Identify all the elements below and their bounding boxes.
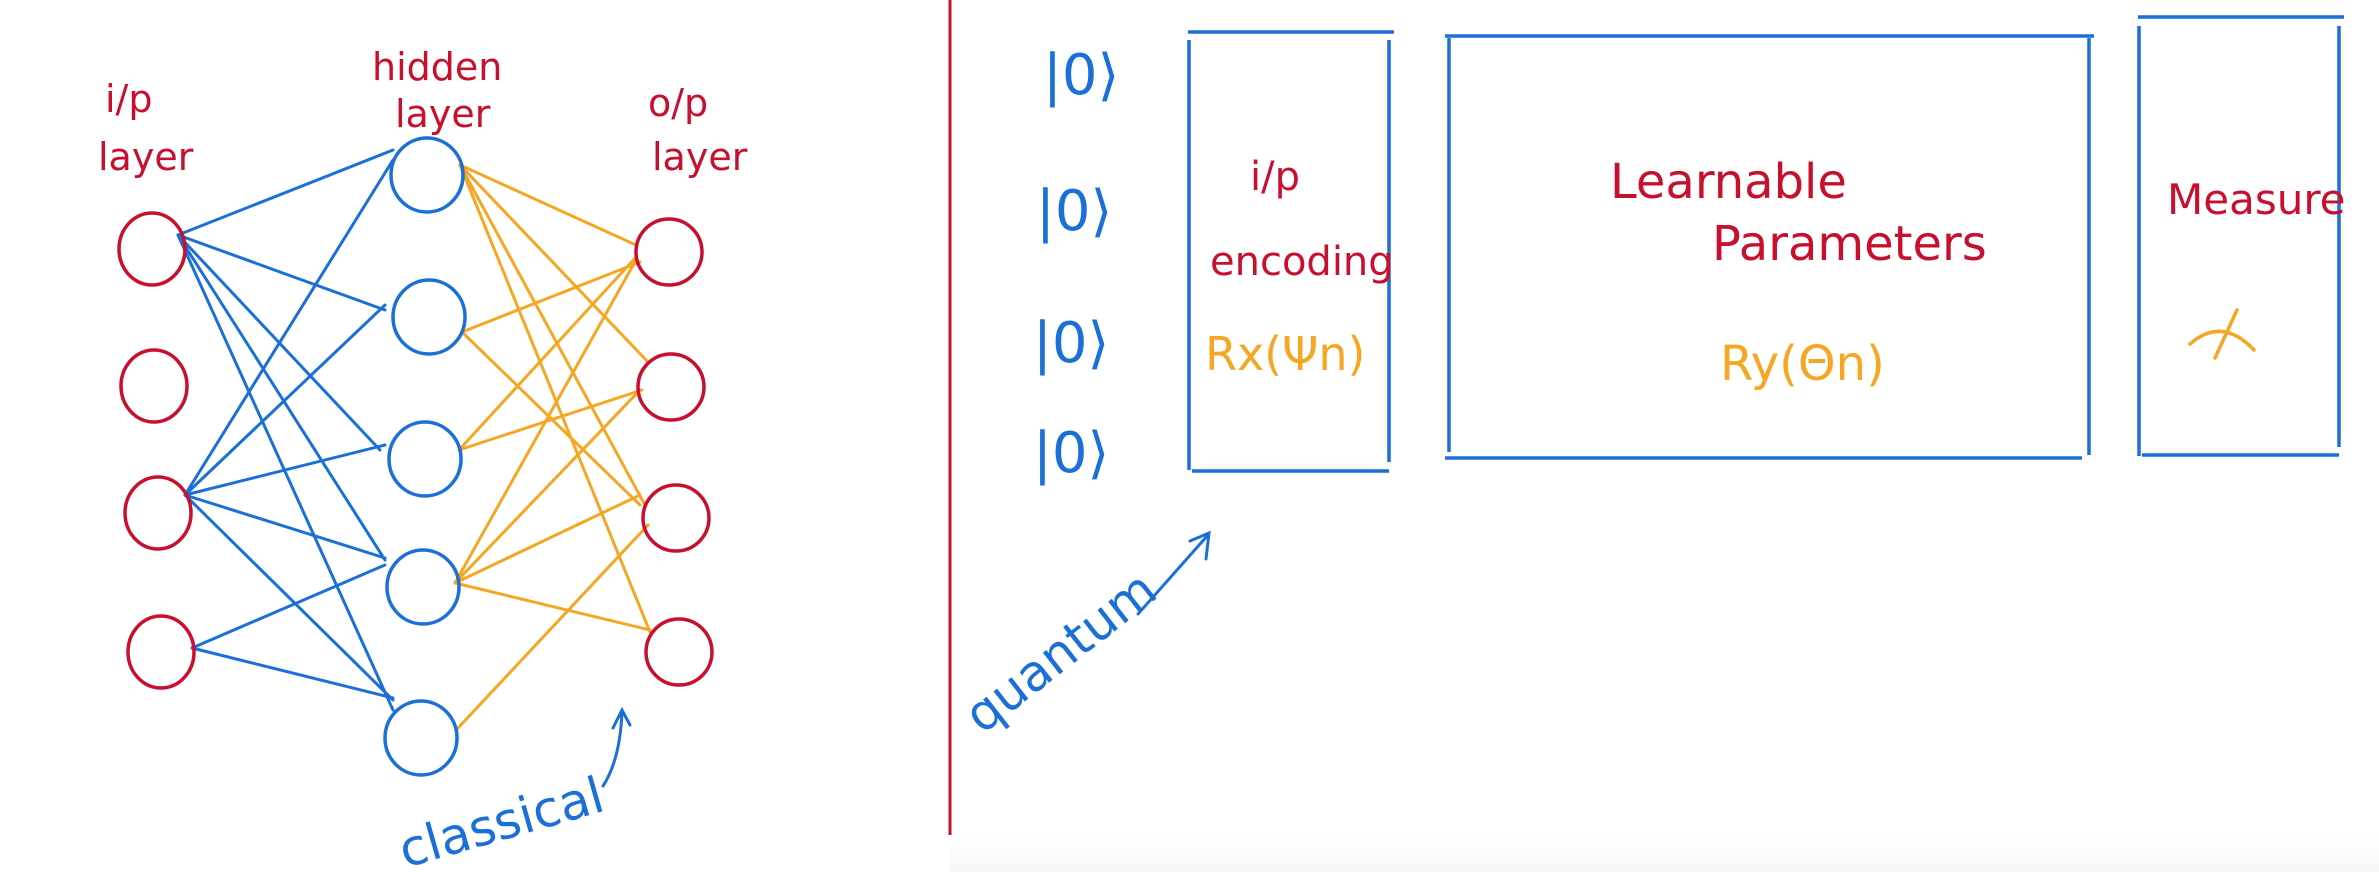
hidden-layer-label-2: layer xyxy=(395,92,491,136)
hidden-node xyxy=(385,548,461,626)
quantum-annotation: quantum xyxy=(954,560,1168,745)
hidden-node xyxy=(383,699,459,777)
hidden-node xyxy=(389,136,465,214)
input-layer-label-2: layer xyxy=(98,135,194,179)
encoding-gate: Rx(Ψn) xyxy=(1205,327,1365,381)
encoding-label-2: encoding xyxy=(1210,239,1394,285)
encoding-box xyxy=(1187,30,1394,473)
hidden-node xyxy=(387,420,463,498)
input-node xyxy=(126,614,196,690)
output-layer-label-2: layer xyxy=(652,135,748,179)
qubit-ket: |0⟩ xyxy=(1043,43,1119,108)
measure-box xyxy=(2137,15,2344,457)
learnable-parameters-box xyxy=(1445,34,2094,460)
input-hidden-edges xyxy=(176,148,395,712)
input-layer-label-1: i/p xyxy=(105,77,152,121)
encoding-label-1: i/p xyxy=(1250,154,1300,200)
qubit-ket: |0⟩ xyxy=(1033,311,1109,376)
input-node xyxy=(117,211,187,287)
output-layer-label-1: o/p xyxy=(648,81,708,125)
measure-label: Measure xyxy=(2167,175,2346,224)
hidden-layer-label-1: hidden xyxy=(372,45,502,89)
hidden-output-edges xyxy=(453,163,652,730)
output-node xyxy=(636,352,706,422)
output-node xyxy=(644,617,714,687)
hidden-node xyxy=(391,278,467,356)
input-node xyxy=(119,348,189,424)
bottom-shade xyxy=(950,835,2379,872)
quantum-arrow-icon xyxy=(1136,530,1211,616)
learnable-label-1: Learnable xyxy=(1610,154,1847,210)
classical-arrow-icon xyxy=(601,706,632,788)
learnable-gate: Ry(Θn) xyxy=(1720,336,1885,392)
hidden-layer-nodes xyxy=(383,136,467,777)
input-node xyxy=(123,475,193,551)
qubit-ket: |0⟩ xyxy=(1036,179,1112,244)
learnable-label-2: Parameters xyxy=(1712,216,1987,272)
classical-annotation: classical xyxy=(392,766,610,872)
output-node xyxy=(634,217,704,287)
output-node xyxy=(641,483,711,553)
input-layer-nodes xyxy=(117,211,196,690)
qubit-ket: |0⟩ xyxy=(1033,421,1109,486)
classical-network xyxy=(117,136,714,788)
output-layer-nodes xyxy=(634,217,714,687)
meter-icon xyxy=(2188,308,2256,360)
quantum-circuit: |0⟩ |0⟩ |0⟩ |0⟩ i/p encoding Rx(Ψn) Lear… xyxy=(954,15,2346,745)
